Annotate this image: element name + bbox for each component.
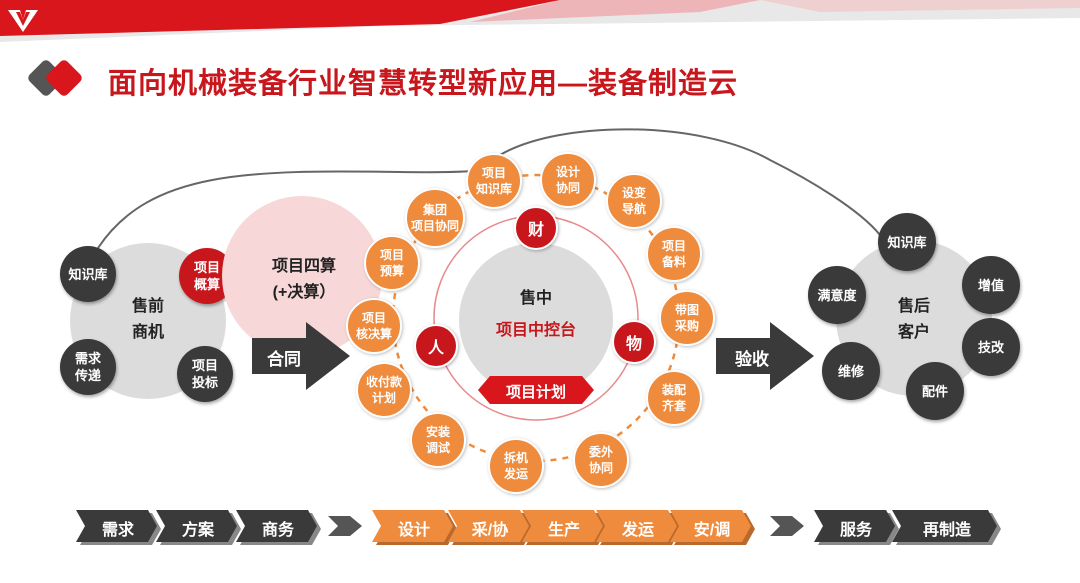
project-plan-label[interactable]: 项目计划 [505,384,566,401]
pipeline-step-solution: 方案 [181,522,214,539]
presale-node-knowledge[interactable]: 知识库 [60,246,116,302]
badge-people: 人 [414,324,458,368]
ring-node-drawing-purchase[interactable]: 带图 采购 [659,290,715,346]
ring-node-payment-plan[interactable]: 收付款 计划 [356,362,412,418]
center-title: 售中 [519,290,552,307]
badge-material: 物 [612,320,656,364]
budget-subtitle: (+决算） [272,284,336,301]
accept-arrow-label: 验收 [735,350,769,369]
center-subtitle: 项目中控台 [495,322,576,339]
ring-node-assembly-kit[interactable]: 装配 齐套 [646,370,702,426]
ring-node-final-account[interactable]: 项目 核决算 [346,298,402,354]
ring-node-outsource-collab[interactable]: 委外 协同 [573,432,629,488]
page-title: 面向机械装备行业智慧转型新应用—装备制造云 [108,68,739,100]
ring-node-material-prep[interactable]: 项目 备料 [646,226,702,282]
presale-center-label: 售前 商机 [131,298,164,341]
aftersale-node-satisfaction[interactable]: 满意度 [808,266,866,324]
contract-arrow [252,322,350,390]
project-plan-banner [478,376,594,404]
budget-title: 项目四算 [271,258,336,275]
presale-node-requirement[interactable]: 需求 传递 [60,339,116,395]
pipeline-step-shipping: 发运 [621,522,654,539]
pipeline-shapes [76,510,1001,545]
pipeline-step-requirement: 需求 [101,522,134,539]
pipeline-step-service: 服务 [839,522,872,539]
aftersale-node-knowledge[interactable]: 知识库 [878,213,936,271]
contract-arrow-label: 合同 [267,350,301,369]
header-decoration [0,0,1080,42]
ring-node-design-collab[interactable]: 设计 协同 [540,152,596,208]
aftersale-node-value-add[interactable]: 增值 [962,256,1020,314]
pipeline-step-remanufacture: 再制造 [922,522,971,539]
ring-node-dismantle-ship[interactable]: 拆机 发运 [488,438,544,494]
aftersale-node-retrofit[interactable]: 技改 [962,318,1020,376]
ring-node-change-nav[interactable]: 设变 导航 [606,173,662,229]
aftersale-center-label: 售后 客户 [897,298,930,341]
center-bg-circle [459,243,613,397]
ring-node-project-knowledge[interactable]: 项目 知识库 [466,153,522,209]
ring-node-install-debug[interactable]: 安装 调试 [410,412,466,468]
ring-node-budget[interactable]: 项目 预算 [364,235,420,291]
badge-finance: 财 [514,206,558,250]
title-diamond-icon [28,60,82,96]
logo [8,10,38,32]
presale-node-bidding[interactable]: 项目 投标 [177,346,233,402]
pipeline-step-production: 生产 [547,522,580,539]
pipeline-step-procure: 采/协 [471,522,509,539]
pipeline-step-install: 安/调 [693,522,731,539]
accept-arrow [716,322,814,390]
pipeline-step-design: 设计 [397,522,430,539]
ring-node-group-collab[interactable]: 集团 项目协同 [405,188,465,248]
aftersale-node-parts[interactable]: 配件 [906,362,964,420]
pipeline-step-business: 商务 [261,522,294,539]
aftersale-node-maintenance[interactable]: 维修 [822,342,880,400]
